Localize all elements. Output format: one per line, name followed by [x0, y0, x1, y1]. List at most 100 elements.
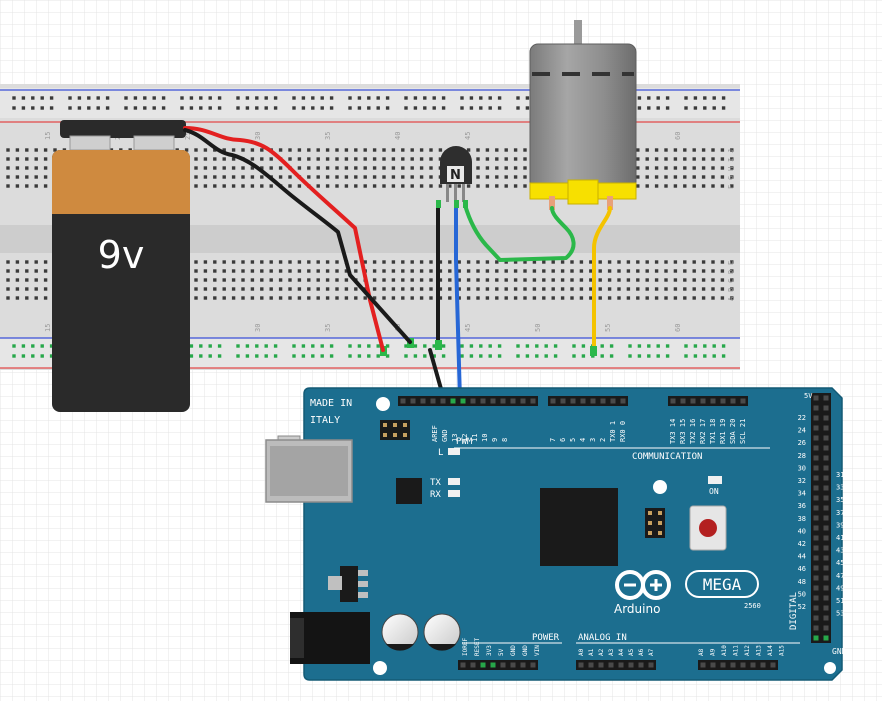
pin-label: A1: [588, 648, 595, 656]
breadboard-hole: [382, 166, 386, 170]
rail-hole: [385, 354, 390, 358]
breadboard-hole: [316, 296, 320, 300]
breadboard-hole: [382, 269, 386, 273]
breadboard-hole: [25, 175, 29, 179]
breadboard-hole: [645, 296, 649, 300]
breadboard-hole: [372, 269, 377, 273]
rail-hole: [152, 96, 156, 100]
mount-hole-2: [653, 480, 667, 494]
rail-hole: [357, 344, 362, 348]
on-led-label: ON: [709, 487, 719, 496]
breadboard-hole: [194, 175, 198, 179]
header-pin: [420, 398, 426, 404]
breadboard-hole: [485, 175, 490, 179]
breadboard-hole: [344, 296, 349, 300]
breadboard-hole: [203, 175, 208, 179]
header-pin: [610, 398, 616, 404]
reset-button[interactable]: [699, 519, 717, 537]
breadboard-hole: [25, 260, 29, 264]
breadboard-hole: [372, 148, 377, 152]
header-gnd-label: GND: [832, 647, 847, 656]
breadboard-hole: [466, 269, 471, 273]
rail-hole: [525, 96, 530, 100]
row-letter: H: [727, 167, 735, 171]
breadboard-hole: [34, 278, 38, 282]
pin-label: 5V: [498, 648, 505, 656]
breadboard-hole: [711, 269, 715, 273]
breadboard-hole: [316, 148, 320, 152]
pin-label: 43: [836, 547, 844, 555]
breadboard-hole: [250, 166, 255, 170]
rail-hole: [199, 106, 203, 110]
breadboard-hole: [43, 166, 48, 170]
breadboard-hole: [194, 260, 198, 264]
rail-hole: [348, 354, 352, 358]
breadboard-hole: [730, 166, 734, 170]
rail-hole: [68, 106, 72, 110]
rail-hole: [348, 96, 352, 100]
breadboard-hole: [297, 269, 302, 273]
breadboard-hole: [241, 269, 245, 273]
header-top-left: [398, 396, 538, 406]
breadboard-hole: [194, 278, 198, 282]
rail-hole: [245, 106, 250, 110]
breadboard-hole: [354, 269, 358, 273]
power-label: POWER: [532, 633, 560, 643]
breadboard-hole: [34, 260, 38, 264]
header-pin: [480, 398, 486, 404]
breadboard-hole: [241, 260, 245, 264]
rail-hole: [367, 354, 371, 358]
breadboard-hole: [636, 157, 640, 161]
breadboard-hole: [720, 166, 725, 170]
breadboard-hole: [645, 148, 649, 152]
battery-9v: 9v: [52, 120, 190, 412]
header-pin: [813, 545, 819, 551]
breadboard-hole: [382, 287, 386, 291]
breadboard-hole: [589, 269, 593, 273]
breadboard-hole: [504, 157, 508, 161]
rail-hole: [245, 354, 250, 358]
mount-hole-4: [824, 662, 836, 674]
header-pin: [570, 398, 576, 404]
breadboard-hole: [673, 269, 678, 273]
rail-hole: [161, 96, 166, 100]
rail-hole: [423, 344, 427, 348]
breadboard-hole: [43, 148, 48, 152]
breadboard-hole: [6, 287, 10, 291]
pin-label: 51: [836, 597, 844, 605]
header-pin: [813, 515, 819, 521]
breadboard-hole: [297, 148, 302, 152]
rail-hole: [320, 344, 324, 348]
breadboard-hole: [701, 184, 706, 188]
rail-hole: [460, 96, 464, 100]
breadboard-hole: [673, 148, 678, 152]
breadboard-hole: [15, 166, 20, 170]
rail-hole: [703, 354, 707, 358]
motor-lead-left: [549, 196, 555, 210]
header-pin: [598, 662, 604, 668]
breadboard-hole: [278, 166, 283, 170]
breadboard-hole: [419, 157, 424, 161]
usb-connector-inner: [270, 446, 348, 496]
breadboard-hole: [325, 157, 330, 161]
breadboard-hole: [194, 287, 198, 291]
rail-hole: [404, 344, 408, 348]
rail-hole: [721, 106, 726, 110]
breadboard-hole: [43, 287, 48, 291]
breadboard-hole: [589, 260, 593, 264]
rail-hole: [703, 96, 707, 100]
breadboard-hole: [466, 260, 471, 264]
rail-hole: [413, 106, 418, 110]
rail-hole: [535, 354, 539, 358]
rail-hole: [432, 354, 436, 358]
breadboard-hole: [401, 296, 405, 300]
breadboard-hole: [34, 148, 38, 152]
rail-hole: [684, 354, 688, 358]
breadboard-hole: [231, 148, 236, 152]
header-pin: [588, 662, 594, 668]
rail-hole: [703, 344, 707, 348]
header-pin: [823, 485, 829, 491]
